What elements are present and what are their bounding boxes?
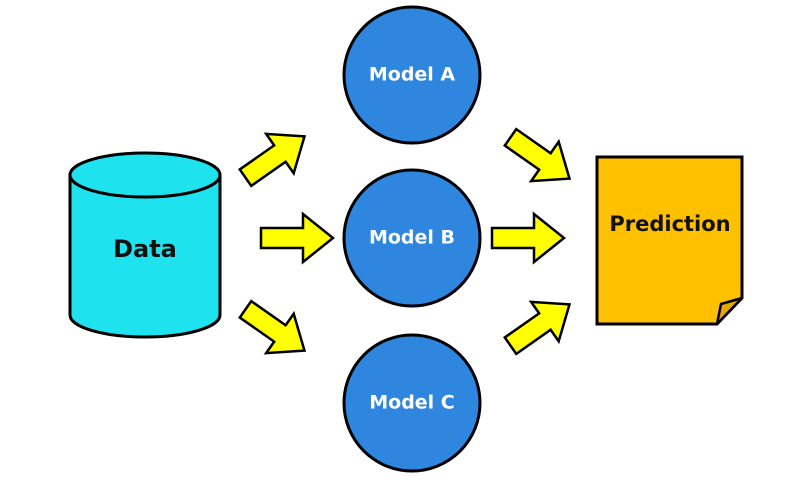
data-cylinder-top [68, 151, 222, 199]
arrow-data-to-model-b [259, 211, 336, 265]
model-a-node: Model A [342, 5, 482, 145]
model-c-label: Model C [369, 392, 455, 414]
arrow-data-to-model-c [238, 299, 307, 355]
data-cylinder-body [68, 173, 222, 339]
prediction-page-fold [715, 296, 744, 326]
prediction-page [595, 155, 744, 326]
data-cylinder: Data [68, 151, 222, 339]
arrow-model-b-to-prediction [490, 211, 567, 265]
arrow-data-to-model-a [238, 132, 307, 188]
data-label: Data [113, 235, 177, 263]
model-c-node: Model C [342, 333, 482, 473]
model-a-circle [342, 5, 482, 145]
model-c-circle [342, 333, 482, 473]
model-b-label: Model B [369, 227, 455, 249]
model-b-node: Model B [342, 168, 482, 308]
model-b-circle [342, 168, 482, 308]
prediction-label: Prediction [609, 212, 730, 236]
model-a-label: Model A [369, 64, 456, 86]
prediction-document: Prediction [595, 155, 744, 326]
arrow-model-a-to-prediction [503, 127, 572, 183]
arrow-model-c-to-prediction [503, 300, 572, 356]
